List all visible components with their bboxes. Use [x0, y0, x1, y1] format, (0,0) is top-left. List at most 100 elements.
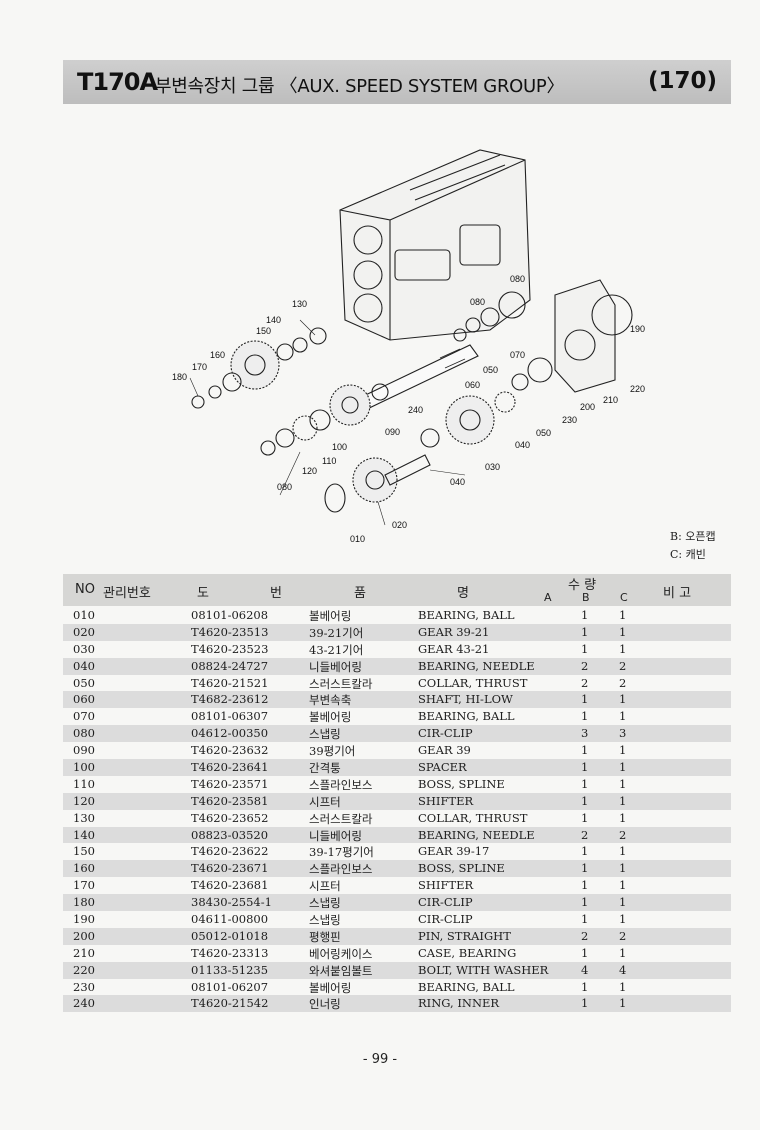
row-no: 130 — [73, 810, 95, 825]
row-name-en: SHIFTER — [418, 878, 474, 893]
row-name-kr: 니들베어링 — [309, 659, 362, 674]
row-part-number: T4620-23632 — [191, 743, 269, 758]
header-myeong: 명 — [457, 586, 469, 601]
page-number: - 99 - — [362, 1052, 398, 1067]
row-qty-b: 1 — [581, 760, 589, 775]
row-no: 240 — [73, 996, 95, 1011]
row-no: 020 — [73, 624, 95, 639]
row-qty-c: 1 — [619, 895, 627, 910]
row-name-kr: 평행핀 — [309, 929, 341, 944]
row-name-en: BOLT, WITH WASHER — [418, 962, 549, 977]
row-name-en: GEAR 39-17 — [418, 844, 490, 859]
row-qty-c: 1 — [619, 624, 627, 639]
legend-b: B: 오픈캡 — [670, 530, 716, 543]
row-name-kr: 39평기어 — [309, 744, 356, 759]
callout-090: 090 — [385, 427, 400, 437]
row-qty-c: 1 — [619, 709, 627, 724]
row-part-number: T4620-23622 — [191, 844, 269, 859]
row-name-en: BEARING, BALL — [418, 709, 515, 724]
row-part-number: 08101-06208 — [191, 608, 269, 622]
group-page-ref: (170) — [647, 68, 717, 94]
callout-140: 140 — [266, 315, 281, 325]
header-beon: 번 — [270, 586, 282, 601]
row-name-en: BOSS, SPLINE — [418, 776, 505, 791]
row-name-kr: 니들베어링 — [309, 828, 362, 843]
row-no: 230 — [73, 979, 95, 994]
parts-table-header: NO 관리번호 도 번 품 명 수 량 A B C 비 고 — [63, 574, 731, 606]
row-no: 140 — [73, 827, 95, 842]
gear-group-left — [191, 327, 327, 409]
header-qty-a: A — [544, 591, 552, 604]
row-name-kr: 스플라인보스 — [309, 777, 373, 792]
row-qty-c: 1 — [619, 979, 627, 994]
header-no: NO — [75, 582, 95, 597]
row-name-kr: 시프터 — [309, 879, 341, 894]
row-part-number: 05012-01018 — [191, 928, 269, 943]
callout-080: 080 — [510, 274, 525, 284]
row-part-number: T4620-23313 — [191, 945, 269, 960]
row-no: 060 — [73, 692, 95, 707]
callout-020: 020 — [392, 520, 407, 530]
row-qty-c: 1 — [619, 608, 627, 622]
header-remark: 비 고 — [663, 586, 692, 601]
leader-lines — [189, 319, 466, 526]
row-name-kr: 베어링케이스 — [309, 946, 373, 961]
row-name-kr: 스냅링 — [309, 896, 341, 911]
row-part-number: 01133-51235 — [191, 962, 269, 977]
row-qty-c: 1 — [619, 692, 627, 707]
callout-040: 040 — [450, 477, 465, 487]
callout-100: 100 — [332, 442, 347, 452]
legend-c: C: 캐빈 — [670, 548, 706, 561]
row-qty-c: 1 — [619, 912, 627, 927]
row-name-kr: 부변속축 — [309, 693, 352, 708]
row-part-number: 08101-06207 — [191, 979, 269, 994]
callout-070: 070 — [510, 350, 525, 360]
row-qty-b: 2 — [581, 658, 589, 673]
row-name-en: BEARING, NEEDLE — [418, 827, 535, 842]
row-qty-b: 1 — [581, 979, 589, 994]
callout-040b: 040 — [515, 440, 530, 450]
callout-050: 050 — [483, 365, 498, 375]
row-no: 160 — [73, 861, 95, 876]
row-part-number: T4620-23681 — [191, 878, 269, 893]
row-qty-c: 1 — [619, 641, 627, 656]
header-do: 도 — [197, 586, 209, 601]
row-no: 040 — [73, 658, 95, 673]
row-name-kr: 볼베어링 — [309, 609, 352, 623]
row-part-number: T4620-23641 — [191, 760, 269, 775]
row-name-kr: 간격퉁 — [309, 761, 341, 776]
row-no: 220 — [73, 962, 95, 977]
row-name-kr: 스러스트칼라 — [309, 811, 373, 826]
row-name-kr: 볼베어링 — [309, 710, 352, 725]
row-qty-b: 1 — [581, 810, 589, 825]
row-qty-c: 1 — [619, 861, 627, 876]
title-bar: T170A 부변속장치 그룹 〈AUX. SPEED SYSTEM GROUP〉… — [63, 60, 731, 104]
row-qty-c: 1 — [619, 996, 627, 1011]
row-name-kr: 39-21기어 — [309, 625, 364, 640]
row-part-number: 08101-06307 — [191, 709, 269, 724]
row-part-number: T4682-23612 — [191, 692, 269, 707]
row-part-number: T4620-23671 — [191, 861, 269, 876]
row-name-kr: 인너링 — [309, 997, 341, 1012]
row-qty-c: 1 — [619, 760, 627, 775]
row-qty-c: 1 — [619, 743, 627, 758]
row-qty-b: 1 — [581, 793, 589, 808]
row-name-kr: 와셔붙임볼트 — [309, 963, 373, 978]
callout-080c: 080 — [277, 482, 292, 492]
row-name-kr: 시프터 — [309, 794, 341, 809]
callout-170: 170 — [192, 362, 207, 372]
callout-180: 180 — [172, 372, 187, 382]
group-title: 부변속장치 그룹 〈AUX. SPEED SYSTEM GROUP〉 — [155, 76, 565, 97]
row-no: 080 — [73, 726, 95, 741]
